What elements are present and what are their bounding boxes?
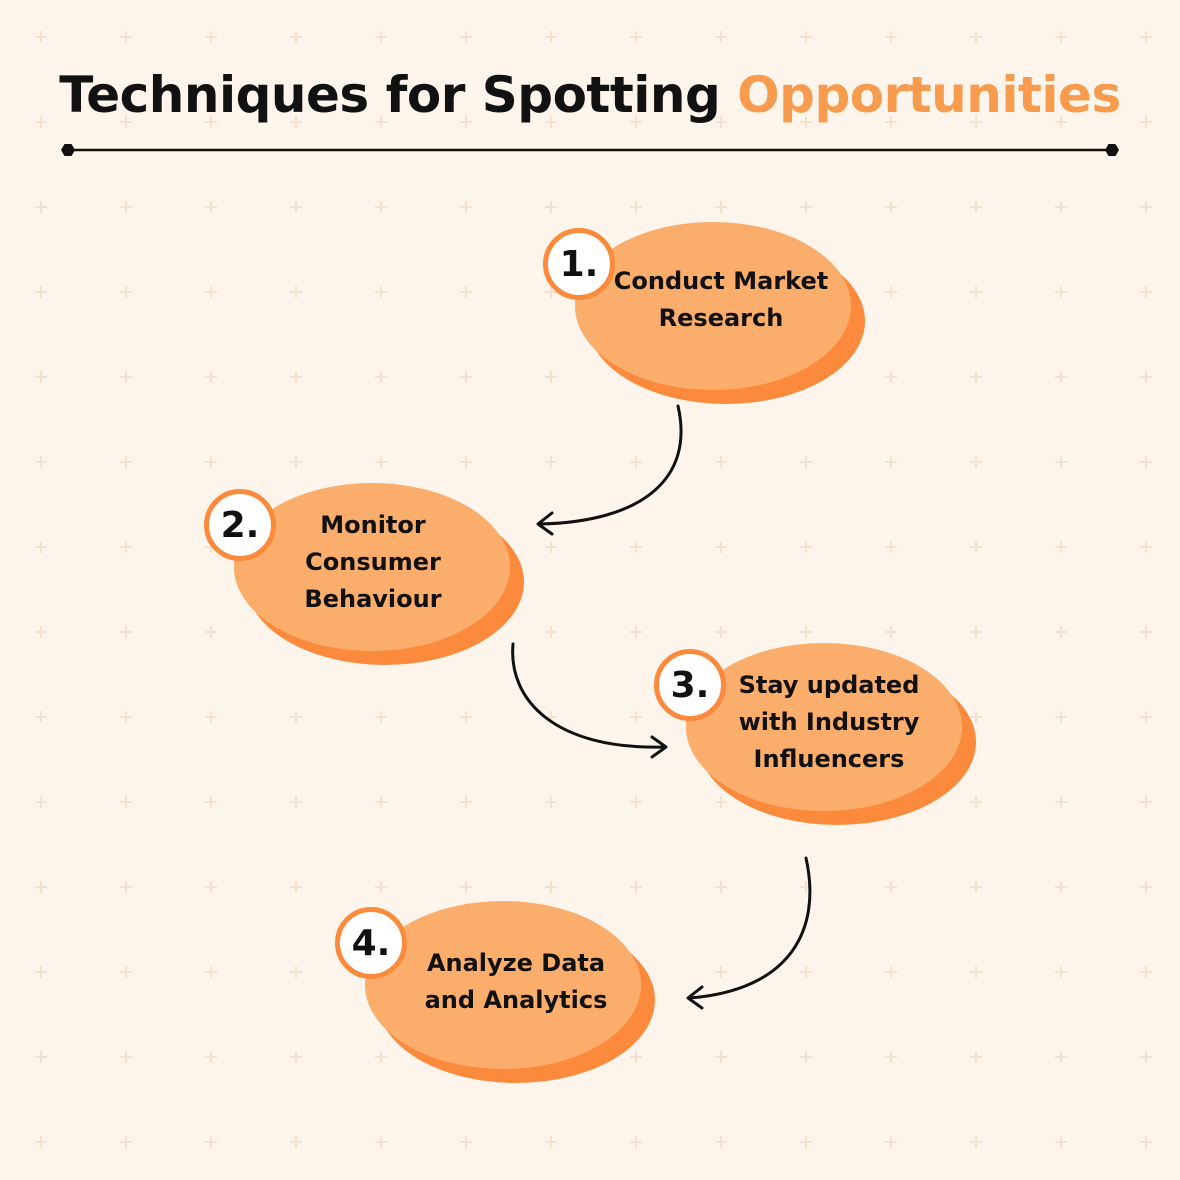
title-divider (61, 144, 1119, 156)
step-2: Monitor Consumer Behaviour 2. (204, 475, 534, 675)
title-main: Techniques for Spotting (59, 66, 721, 124)
page-title: Techniques for Spotting Opportunities (0, 66, 1180, 124)
step-3-label: Stay updated with Industry Influencers (738, 671, 920, 773)
step-1: Conduct Market Research 1. (543, 214, 875, 414)
arrow-2-to-3 (511, 642, 668, 759)
step-4-label: Analyze Data and Analytics (424, 949, 608, 1014)
step-3-blob (686, 643, 962, 811)
title-accent: Opportunities (737, 66, 1121, 124)
step-1-label: Conduct Market Research (613, 267, 829, 332)
step-1-badge: 1. (543, 228, 615, 300)
step-4: Analyze Data and Analytics 4. (335, 893, 665, 1093)
step-2-badge: 2. (204, 489, 276, 561)
step-4-badge: 4. (335, 907, 407, 979)
step-3-badge: 3. (654, 649, 726, 721)
step-2-label: Monitor Consumer Behaviour (304, 511, 442, 613)
arrow-1-to-2 (536, 404, 683, 536)
divider-end-right (1105, 144, 1119, 156)
step-3: Stay updated with Industry Influencers 3… (654, 635, 986, 835)
step-1-blob (575, 222, 851, 390)
divider-end-left (61, 144, 75, 156)
arrow-3-to-4 (686, 856, 812, 1010)
step-4-blob (365, 901, 641, 1069)
step-2-blob (234, 483, 510, 651)
